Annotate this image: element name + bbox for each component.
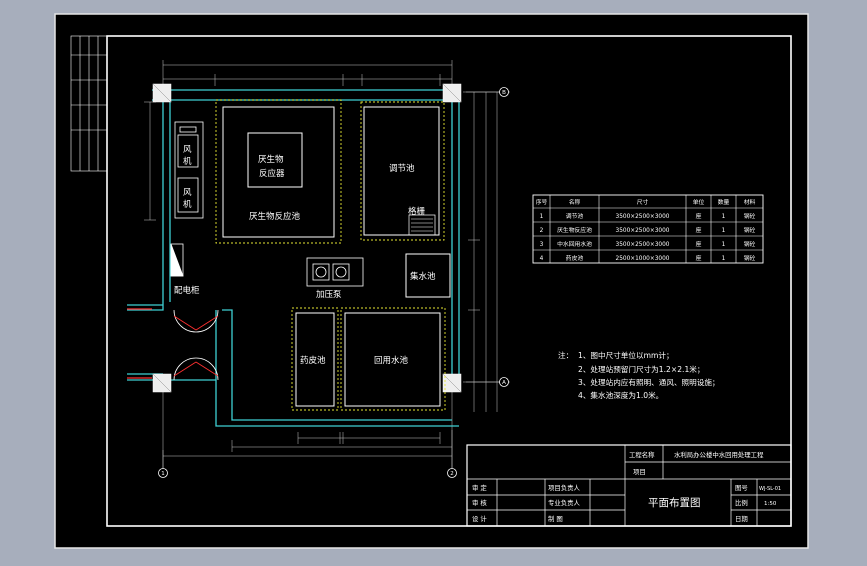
sheet-no: WJ-SL-01 <box>759 486 781 492</box>
axis-bubble-b <box>499 87 509 97</box>
binding-strip <box>70 35 108 172</box>
label-sludge-pool: 药皮池 <box>300 355 326 366</box>
note-line-3: 3、处理站内应有照明、通风、照明设施； <box>578 377 720 387</box>
axis-bubble-1 <box>158 468 168 478</box>
schedule-cell: 4 <box>540 256 544 262</box>
notes-label: 注： <box>558 350 573 360</box>
schedule-cell: 钢砼 <box>744 254 756 262</box>
label-cabinet: 配电柜 <box>174 285 200 296</box>
note-line-4: 4、集水池深度为1.0米。 <box>578 390 663 400</box>
schedule-cell: 调节池 <box>566 212 584 220</box>
axis-label-b: B <box>502 90 506 96</box>
mid-label-3: 制 图 <box>548 514 563 523</box>
note-line-1: 1、图中尺寸单位以mm计； <box>578 350 674 360</box>
mid-label-2: 专业负责人 <box>548 498 581 507</box>
note-line-2: 2、处理站预留门尺寸为1.2×2.1米； <box>578 364 704 374</box>
floor-plan: 厌生物 反应器 厌生物反应池 调节池 格栅 风 机 风 机 配电柜 加压泵 集水… <box>127 60 510 478</box>
left-label-1: 审 定 <box>472 483 487 492</box>
schedule-header-3: 单位 <box>693 198 705 206</box>
label-reuse-pool: 回用水池 <box>374 355 409 366</box>
project-name-label: 工程名称 <box>629 450 655 459</box>
schedule-cell: 座 <box>696 240 702 248</box>
date-label: 日期 <box>735 515 748 523</box>
schedule-cell: 座 <box>696 226 702 234</box>
drawing-sheet <box>54 13 809 549</box>
title-block: 工程名称 水利局办公楼中水回用处理工程 项目 审 定 审 核 设 计 项目负责人… <box>466 444 792 527</box>
schedule-header-4: 数量 <box>718 198 730 206</box>
schedule-cell: 3500×2500×3000 <box>616 214 670 220</box>
axis-bubble-2 <box>447 468 457 478</box>
schedule-cell: 座 <box>696 254 702 262</box>
scale-value: 1:50 <box>764 501 777 507</box>
schedule-cell: 2 <box>540 228 544 234</box>
schedule-cell: 1 <box>722 242 726 248</box>
left-label-2: 审 核 <box>472 498 487 507</box>
schedule-header-2: 尺寸 <box>637 198 649 206</box>
equipment-schedule: 序号 名称 尺寸 单位 数量 材料 1 调节池 3500×2500×3000 座… <box>532 194 764 264</box>
schedule-cell: 钢砼 <box>744 212 756 220</box>
label-fan-1-a: 风 <box>183 145 192 155</box>
label-fan-2-a: 风 <box>183 188 192 198</box>
label-fan-2-b: 机 <box>183 199 192 210</box>
label-grille: 格栅 <box>408 206 426 217</box>
label-anaerobic-pool: 厌生物反应池 <box>249 211 301 222</box>
schedule-cell: 药皮池 <box>566 254 584 262</box>
schedule-cell: 钢砼 <box>744 226 756 234</box>
schedule-cell: 中水回用水池 <box>557 240 592 248</box>
sheet-no-label: 图号 <box>735 484 748 492</box>
schedule-cell: 座 <box>696 212 702 220</box>
schedule-header-0: 序号 <box>536 198 548 206</box>
label-regulating-pool: 调节池 <box>389 163 415 174</box>
axis-bubble-a <box>499 377 509 387</box>
schedule-cell: 厌生物反应池 <box>557 226 592 234</box>
drawing-title: 平面布置图 <box>648 497 701 509</box>
project-name: 水利局办公楼中水回用处理工程 <box>674 450 764 459</box>
label-collect-pool: 集水池 <box>410 271 436 282</box>
schedule-cell: 2500×1000×3000 <box>616 256 670 262</box>
label-anaerobic-1: 厌生物 <box>258 154 284 165</box>
schedule-cell: 钢砼 <box>744 240 756 248</box>
drawing-frame <box>106 35 792 527</box>
schedule-header-5: 材料 <box>744 198 756 206</box>
axis-label-a: A <box>502 380 506 386</box>
schedule-cell: 1 <box>540 214 544 220</box>
notes: 注： 1、图中尺寸单位以mm计； 2、处理站预留门尺寸为1.2×2.1米； 3、… <box>558 350 720 400</box>
label-pressurizer: 加压泵 <box>316 289 342 300</box>
item-label: 项目 <box>633 468 646 476</box>
scale-label: 比例 <box>735 498 748 507</box>
schedule-cell: 3500×2500×3000 <box>616 242 670 248</box>
schedule-cell: 3 <box>540 242 544 248</box>
axis-label-1: 1 <box>161 471 165 477</box>
label-fan-1-b: 机 <box>183 156 192 167</box>
left-label-3: 设 计 <box>472 514 487 523</box>
axis-label-2: 2 <box>450 471 454 477</box>
mid-label-1: 项目负责人 <box>548 483 581 492</box>
schedule-cell: 3500×2500×3000 <box>616 228 670 234</box>
schedule-cell: 1 <box>722 214 726 220</box>
schedule-cell: 1 <box>722 256 726 262</box>
schedule-header-1: 名称 <box>569 198 581 206</box>
schedule-cell: 1 <box>722 228 726 234</box>
label-anaerobic-2: 反应器 <box>259 168 285 179</box>
